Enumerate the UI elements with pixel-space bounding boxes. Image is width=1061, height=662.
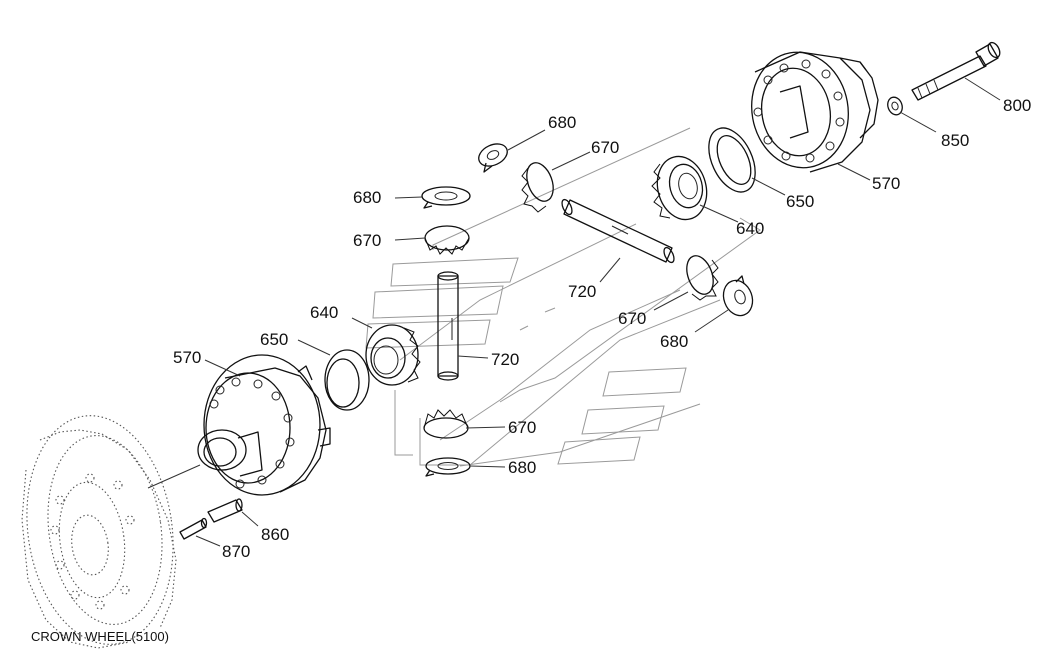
side-gear-640-left — [351, 317, 421, 386]
label-650-left: 650 — [260, 330, 288, 349]
pinion-670-top — [521, 151, 591, 213]
washer-680-top — [478, 129, 546, 173]
washer-680-bottom — [425, 457, 506, 477]
label-670-top: 670 — [591, 138, 619, 157]
washer-680-upper-left — [394, 186, 471, 209]
label-570-right: 570 — [872, 174, 900, 193]
label-680-top: 680 — [548, 113, 576, 132]
label-680-bottom: 680 — [508, 458, 536, 477]
cross-pin-horizontal — [561, 198, 675, 283]
part-labels: 800 850 570 650 640 680 670 680 670 720 … — [173, 96, 1031, 561]
pinion-670-upper-left — [394, 225, 470, 255]
pin-870 — [179, 517, 221, 547]
label-640-right: 640 — [736, 219, 764, 238]
label-570-left: 570 — [173, 348, 201, 367]
pinion-670-bottom — [423, 409, 506, 439]
crown-wheel — [21, 415, 177, 649]
label-870: 870 — [222, 542, 250, 561]
diff-case-left — [147, 354, 331, 496]
label-670-left: 670 — [353, 231, 381, 250]
label-650-right: 650 — [786, 192, 814, 211]
label-670-mid-right: 670 — [618, 309, 646, 328]
label-680-mid-right: 680 — [660, 332, 688, 351]
diff-case-right — [751, 51, 879, 181]
label-850: 850 — [941, 131, 969, 150]
label-670-bottom: 670 — [508, 418, 536, 437]
washer-650-right — [708, 127, 786, 196]
washer-650-left — [297, 339, 370, 411]
label-680-left: 680 — [353, 188, 381, 207]
label-640-left: 640 — [310, 303, 338, 322]
washer-680-mid-right — [694, 275, 754, 333]
label-860: 860 — [261, 525, 289, 544]
pinion-670-mid-right — [653, 255, 719, 311]
washer-850 — [887, 96, 937, 133]
placeholder-boxes — [365, 257, 687, 465]
bolt-800 — [911, 41, 1001, 101]
cross-pin-vertical — [437, 271, 489, 381]
label-720-lower: 720 — [491, 350, 519, 369]
label-800: 800 — [1003, 96, 1031, 115]
diagram-caption: CROWN WHEEL(5100) — [31, 629, 169, 644]
side-gear-640-right — [651, 155, 739, 223]
pin-860 — [207, 498, 259, 527]
label-720-upper: 720 — [568, 282, 596, 301]
